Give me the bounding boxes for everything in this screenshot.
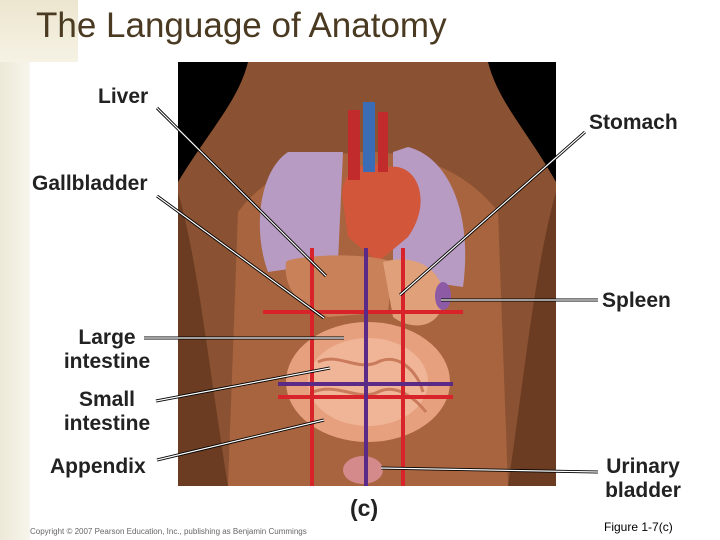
label-stomach: Stomach — [589, 111, 678, 134]
slide-title: The Language of Anatomy — [36, 6, 447, 45]
label-urinary-bladder-line1: Urinary — [606, 455, 680, 478]
panel-label: (c) — [350, 495, 379, 521]
slide-side-decoration — [0, 0, 30, 540]
label-spleen: Spleen — [602, 289, 671, 312]
label-small-intestine-line1: Small — [78, 388, 136, 411]
label-appendix: Appendix — [50, 455, 146, 478]
label-liver: Liver — [98, 85, 149, 108]
label-gallbladder: Gallbladder — [32, 172, 148, 195]
copyright-notice: Copyright © 2007 Pearson Education, Inc.… — [30, 527, 307, 536]
label-urinary-bladder: Urinary bladder — [596, 455, 690, 503]
label-small-intestine: Small intestine — [58, 388, 156, 436]
label-urinary-bladder-line2: bladder — [605, 479, 681, 502]
label-large-intestine: Large intestine — [58, 326, 156, 374]
label-large-intestine-line2: intestine — [63, 350, 151, 373]
label-large-intestine-line1: Large — [78, 326, 136, 349]
figure-reference: Figure 1-7(c) — [604, 520, 673, 534]
slide-corner-decoration — [0, 0, 78, 62]
label-small-intestine-line2: intestine — [63, 412, 151, 435]
